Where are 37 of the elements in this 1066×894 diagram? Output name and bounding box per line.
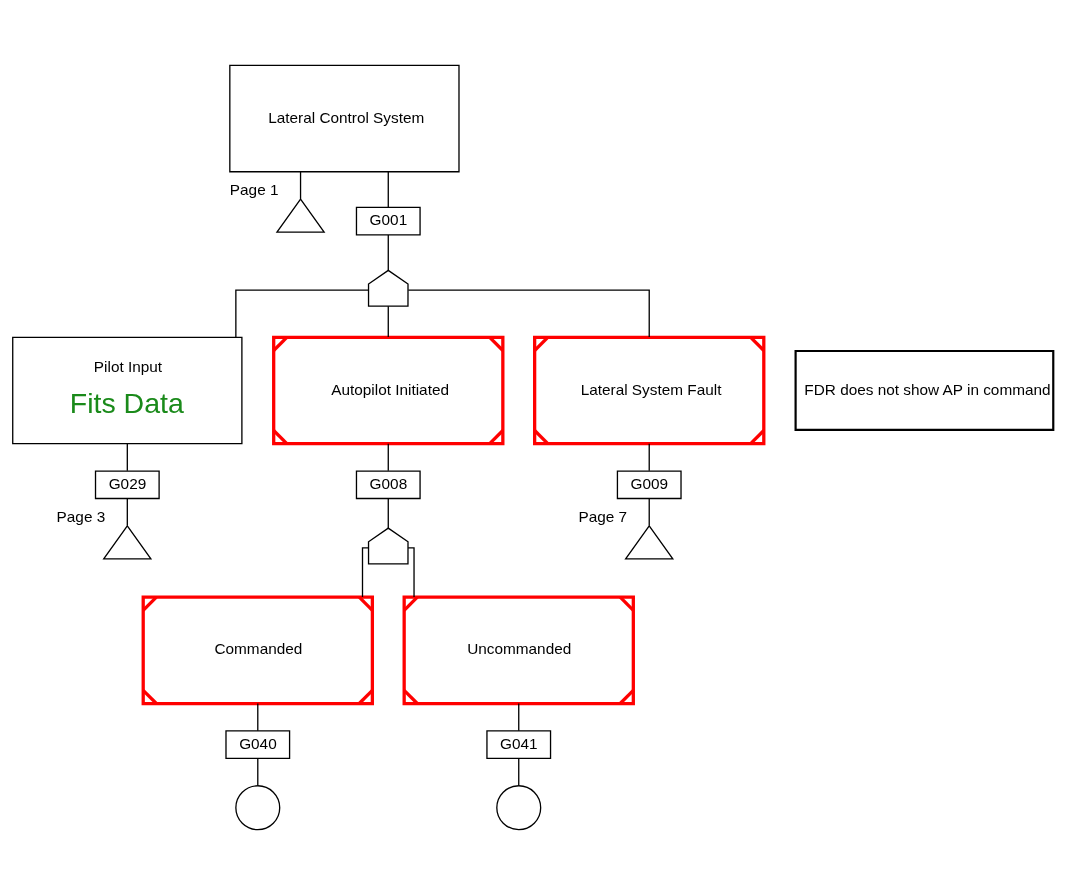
node-gate: [367, 269, 409, 307]
node-box: G001: [355, 206, 421, 235]
connector: [518, 702, 520, 731]
node-label: Page 3: [56, 507, 106, 525]
connector: [299, 170, 302, 200]
node-box: G009: [616, 469, 682, 499]
node-box: G029: [94, 469, 160, 499]
node-box: Lateral Control System: [229, 64, 460, 172]
node-triangle: [275, 197, 326, 233]
connector: [387, 233, 389, 271]
node-circle: [235, 784, 281, 830]
connector: [235, 289, 369, 338]
node-triangle: [624, 524, 675, 559]
connector: [361, 546, 370, 598]
node-circle: [496, 784, 542, 830]
connector: [648, 442, 650, 471]
connector: [518, 757, 520, 786]
node-box: G040: [225, 729, 291, 759]
node-label: Page 7: [578, 507, 628, 525]
connector: [126, 442, 128, 471]
node-gate: [367, 526, 409, 564]
connector: [387, 170, 389, 208]
connector: [407, 546, 415, 598]
connector: [387, 442, 389, 471]
connector: [407, 289, 650, 338]
connector: [387, 497, 389, 529]
node-label: Page 1: [229, 180, 279, 198]
connector: [257, 757, 259, 786]
connector: [387, 305, 389, 338]
node-box: G041: [486, 729, 552, 759]
node-box: Pilot Input Fits Data: [12, 336, 243, 444]
node-box: FDR does not show AP in command: [794, 349, 1055, 431]
connector: [126, 497, 128, 526]
connector: [257, 702, 259, 731]
connector: [648, 497, 650, 526]
node-triangle: [102, 524, 153, 559]
node-box: G008: [355, 469, 421, 499]
